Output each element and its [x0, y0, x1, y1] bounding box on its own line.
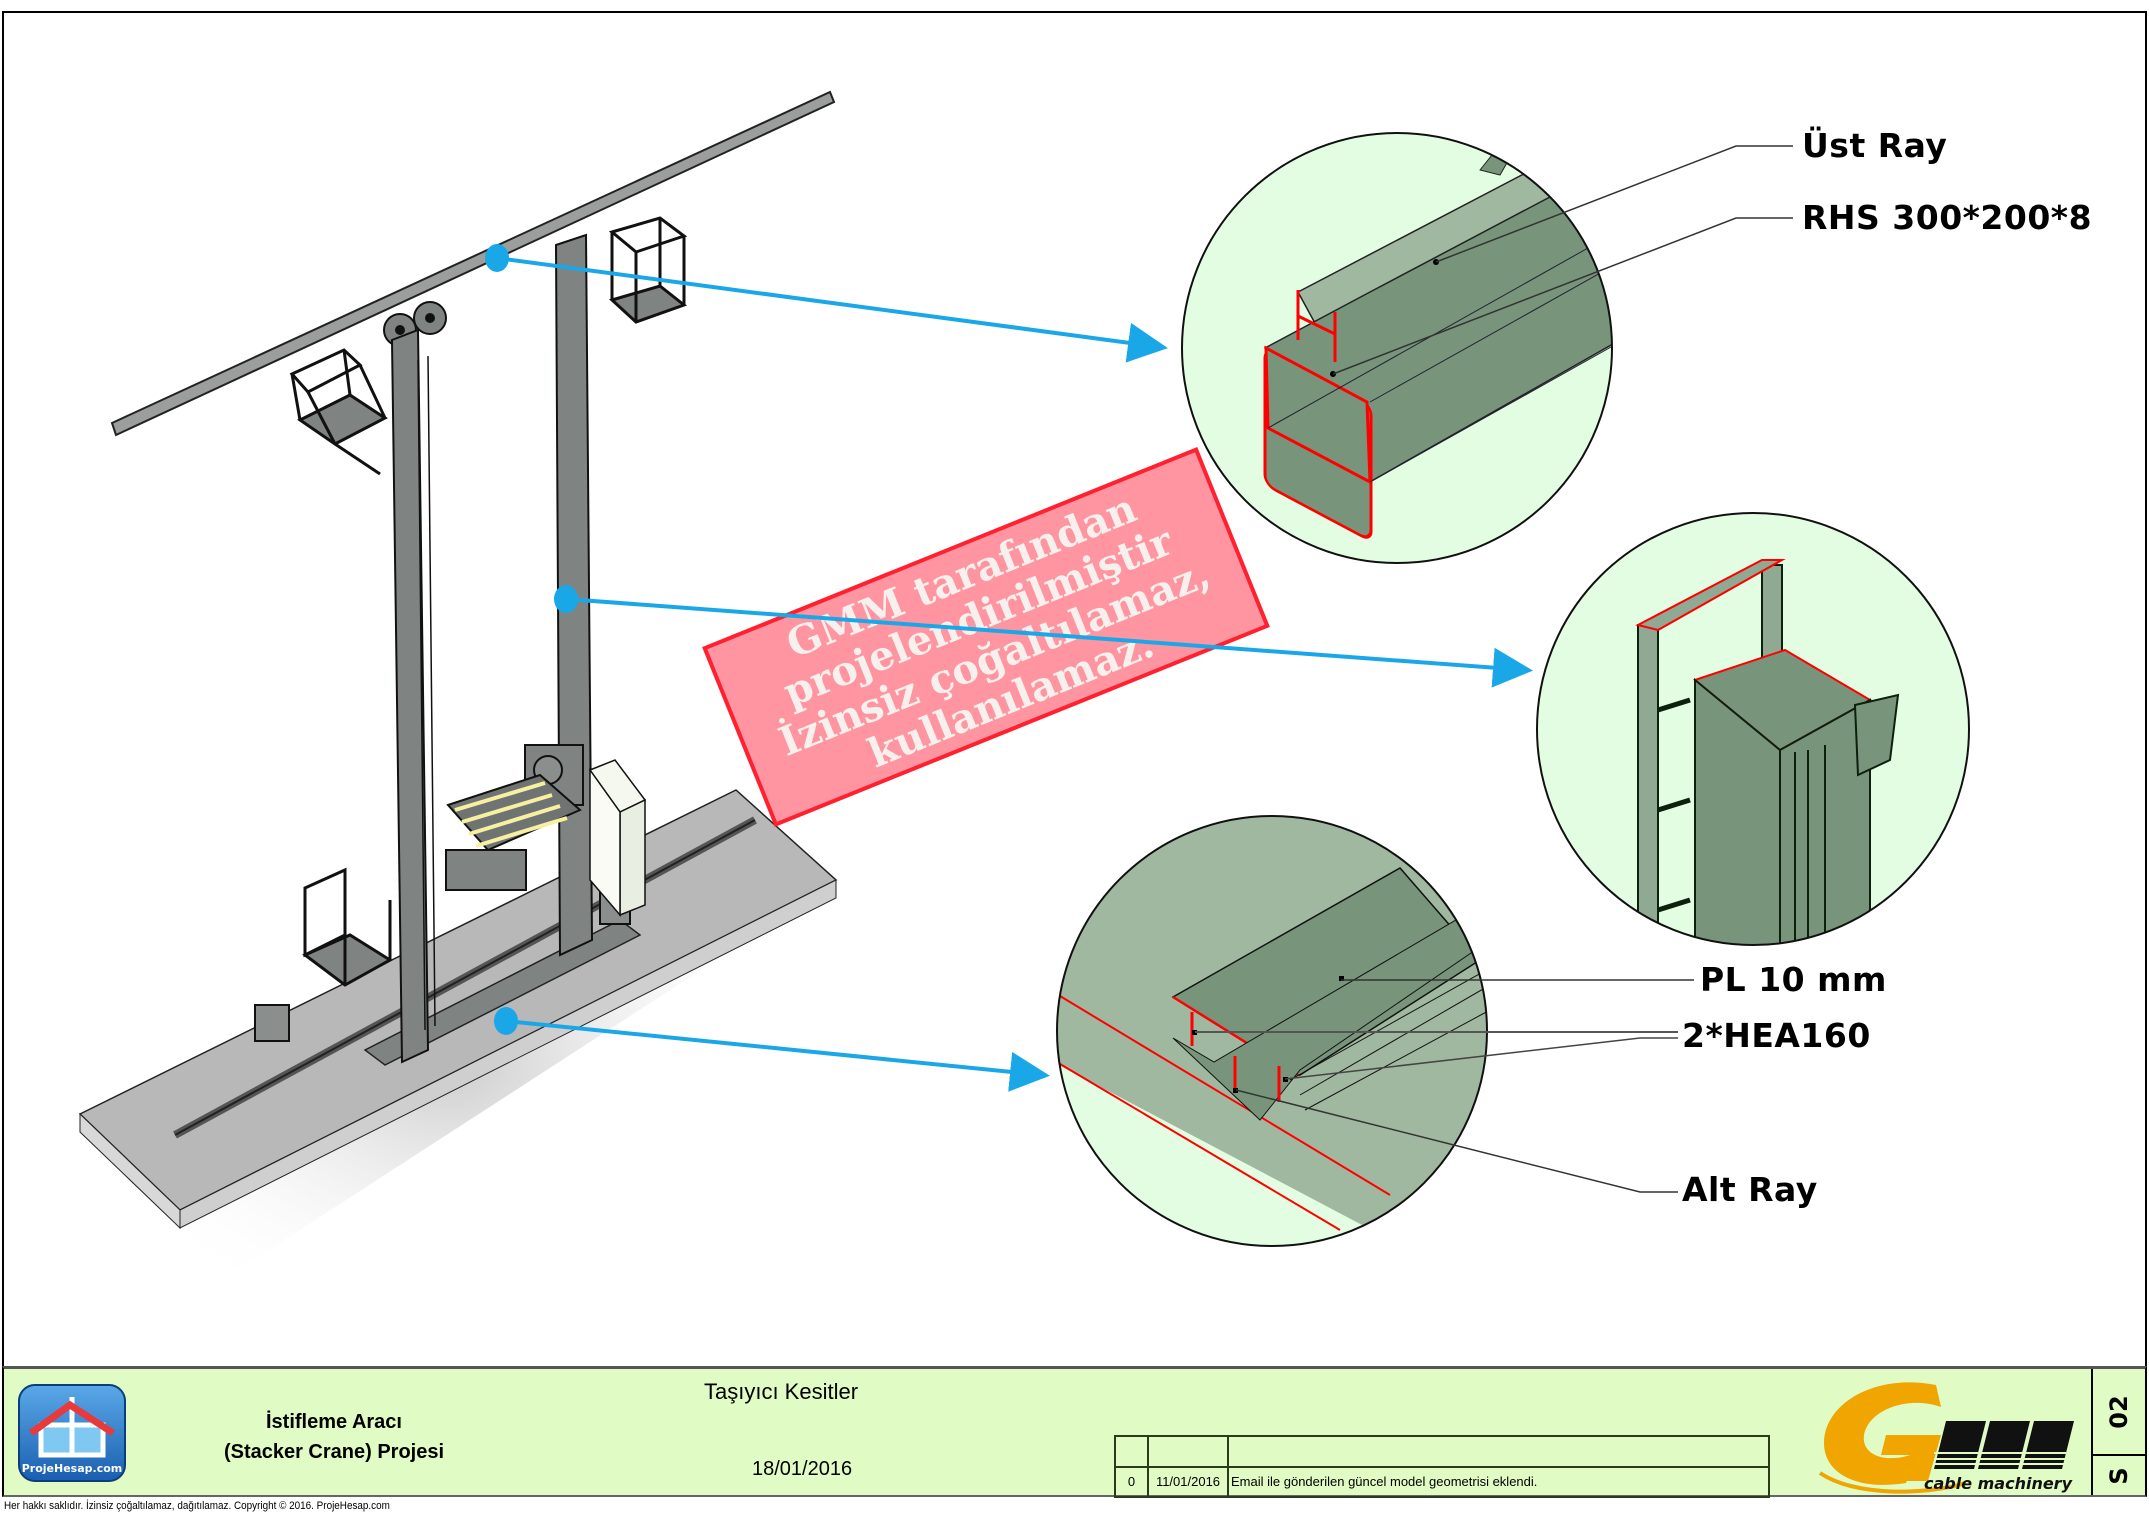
gmm-logo: cable machinery	[1818, 1382, 2074, 1494]
label-rhs: RHS 300*200*8	[1802, 198, 2093, 237]
rev-no	[1114, 1435, 1149, 1468]
detail-circle-ust-ray	[1181, 132, 1793, 564]
sheet-date: 18/01/2016	[752, 1458, 853, 1480]
top-wheel-hub-2	[425, 313, 435, 323]
title-block: ProjeHesap.com İstifleme Aracı (Stacker …	[2, 1366, 2147, 1498]
sheet-series-cell: S	[2093, 1456, 2145, 1495]
label-hea: 2*HEA160	[1682, 1016, 1871, 1055]
maintenance-cage-upper-right	[608, 216, 688, 324]
rev-description: Email ile gönderilen güncel model geomet…	[1227, 1465, 1770, 1498]
arrow-origin-column	[554, 585, 578, 613]
project-title-line2: (Stacker Crane) Projesi	[223, 1441, 445, 1463]
sheet-number-cell: 02	[2093, 1369, 2145, 1456]
arrow-origin-bottom-rail	[494, 1007, 518, 1035]
arrow-column	[565, 597, 1533, 688]
leader-alt-ray	[1235, 1089, 1678, 1193]
copyright-notice: Her hakkı saklıdır. İzinsiz çoğaltılamaz…	[4, 1500, 390, 1512]
revision-table: 0 11/01/2016 Email ile gönderilen güncel…	[1114, 1435, 1770, 1498]
lift-carriage	[445, 744, 584, 891]
project-title-line1: İstifleme Aracı	[266, 1411, 402, 1433]
maintenance-cage-upper-left	[289, 348, 388, 476]
ladder	[417, 355, 436, 1031]
top-rail	[110, 90, 836, 437]
bottom-rail-edge	[174, 819, 756, 1136]
arrow-origin-top-rail	[485, 244, 509, 272]
logo-caption: ProjeHesap.com	[22, 1462, 123, 1475]
electrical-cabinet	[588, 759, 647, 918]
sheet-title: Taşıyıcı Kesitler	[704, 1379, 859, 1404]
gmm-tagline: cable machinery	[1924, 1474, 2073, 1493]
label-pl: PL 10 mm	[1700, 960, 1887, 999]
rev-description	[1227, 1435, 1770, 1468]
rev-date	[1147, 1435, 1229, 1468]
maintenance-cage-lower-left	[302, 867, 393, 987]
arrow-bottom-rail	[505, 1019, 1050, 1092]
revision-row: 0 11/01/2016 Email ile gönderilen güncel…	[1114, 1465, 1770, 1498]
project-title: İstifleme Aracı (Stacker Crane) Projesi	[164, 1407, 504, 1467]
revision-row	[1114, 1435, 1770, 1468]
sheet-series: S	[2105, 1466, 2133, 1485]
sheet-number: 02	[2105, 1394, 2133, 1429]
top-wheel-hub-1	[395, 325, 405, 335]
label-ust-ray: Üst Ray	[1802, 126, 1948, 165]
detail-circle-alt-ray	[1056, 815, 1694, 1247]
sheet-code-box: 02 S	[2091, 1369, 2145, 1495]
stacker-crane-model	[60, 90, 840, 1340]
watermark-stamp: GMM tarafından projelendirilmiştir İzins…	[702, 447, 1270, 827]
mast-left	[390, 328, 430, 1064]
floor-slab-front	[179, 879, 837, 1229]
rev-date: 11/01/2016	[1147, 1465, 1229, 1498]
projehesap-logo: ProjeHesap.com	[18, 1384, 126, 1482]
drawing-area: GMM tarafından projelendirilmiştir İzins…	[60, 90, 1970, 1340]
bottom-wheel-box-left	[254, 1004, 290, 1042]
rev-no: 0	[1114, 1465, 1149, 1498]
leader-rhs	[1332, 217, 1793, 375]
callout-arrows	[485, 244, 1533, 1092]
arrow-top-rail	[496, 256, 1168, 363]
detail-circle-column	[1536, 512, 1970, 946]
bottom-beam	[363, 919, 642, 1066]
leader-hea-2	[1284, 1037, 1678, 1080]
label-alt-ray: Alt Ray	[1682, 1170, 1818, 1209]
leader-ust-ray	[1435, 145, 1793, 263]
